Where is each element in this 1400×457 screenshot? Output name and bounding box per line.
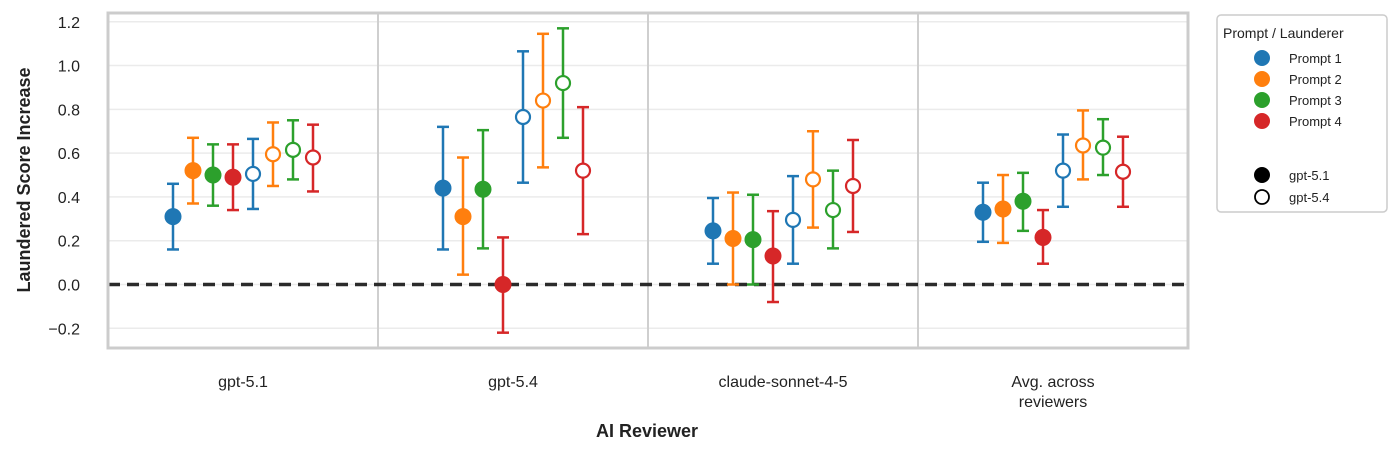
legend-title: Prompt / Launderer — [1223, 25, 1344, 41]
legend-label: Prompt 2 — [1289, 72, 1342, 87]
y-tick-label: −0.2 — [48, 321, 80, 338]
legend-marker — [1254, 167, 1270, 183]
data-point-filled — [994, 200, 1012, 218]
data-point-filled — [704, 222, 722, 240]
y-tick-label: 0.8 — [58, 102, 80, 119]
y-axis-title: Laundered Score Increase — [14, 67, 34, 292]
data-point-filled — [724, 230, 742, 248]
data-point-filled — [204, 166, 222, 184]
data-point-filled — [764, 247, 782, 265]
x-tick-label: claude-sonnet-4-5 — [719, 374, 848, 391]
legend-marker — [1254, 189, 1270, 205]
x-tick-label-line: reviewers — [1019, 394, 1087, 411]
data-point-hollow — [264, 146, 282, 163]
data-point-hollow — [284, 141, 302, 158]
data-point-hollow — [824, 201, 842, 219]
axes-labels: Laundered Score Increase AI Reviewer — [14, 67, 698, 441]
data-point-hollow — [784, 211, 802, 229]
x-tick-label-line: Avg. across — [1011, 374, 1094, 391]
y-tick-label: 1.0 — [58, 59, 80, 76]
data-point-filled — [974, 203, 992, 221]
legend-marker — [1254, 71, 1270, 87]
data-point-filled — [1014, 192, 1032, 210]
x-axis-title: AI Reviewer — [596, 421, 698, 441]
data-point-filled — [164, 208, 182, 226]
data-point-hollow — [844, 177, 862, 195]
data-point-hollow — [1114, 163, 1132, 180]
data-point-filled — [474, 180, 492, 198]
y-tick-label: 0.6 — [58, 146, 80, 163]
data-point-hollow — [574, 162, 592, 179]
legend-label: Prompt 3 — [1289, 93, 1342, 108]
x-tick-label: gpt-5.4 — [488, 374, 538, 391]
data-point-hollow — [804, 171, 822, 188]
data-point-filled — [454, 208, 472, 226]
data-point-filled — [434, 179, 452, 197]
plot-frame — [106, 11, 1190, 350]
data-point-filled — [224, 168, 242, 186]
data-point-filled — [1034, 228, 1052, 246]
legend-label: gpt-5.4 — [1289, 190, 1329, 205]
x-tick-label-line: gpt-5.4 — [488, 374, 538, 391]
x-tick-label-line: gpt-5.1 — [218, 374, 268, 391]
y-tick-label: 1.2 — [58, 15, 80, 32]
data-point-hollow — [514, 108, 532, 126]
data-point-hollow — [1094, 139, 1112, 156]
x-tick-label: gpt-5.1 — [218, 374, 268, 391]
y-tick-label: 0.2 — [58, 234, 80, 251]
plot-area: −0.2 0.0 0.2 0.4 0.6 0.8 1.0 1.2 gpt-5.1 gpt-5.4 c… — [48, 11, 1190, 411]
legend: Prompt / Launderer Prompt 1 Prompt 2 Promp… — [1216, 14, 1388, 213]
y-tick-label: 0.4 — [58, 190, 80, 207]
legend-label: Prompt 1 — [1289, 51, 1342, 66]
data-point-hollow — [1074, 137, 1092, 154]
legend-label: Prompt 4 — [1289, 114, 1342, 129]
x-tick-label-line: claude-sonnet-4-5 — [719, 374, 848, 391]
data-point-hollow — [1054, 162, 1072, 179]
data-point-filled — [184, 162, 202, 180]
legend-label: gpt-5.1 — [1289, 168, 1329, 183]
data-point-filled — [494, 276, 512, 294]
x-tick-label: Avg. across reviewers — [1011, 374, 1094, 411]
legend-marker — [1254, 113, 1270, 129]
data-point-hollow — [534, 92, 552, 109]
legend-marker — [1254, 92, 1270, 108]
data-point-hollow — [244, 165, 262, 183]
y-tick-label: 0.0 — [58, 278, 80, 295]
data-point-hollow — [304, 149, 322, 166]
data-point-filled — [744, 231, 762, 249]
legend-marker — [1254, 50, 1270, 66]
data-point-hollow — [554, 74, 572, 92]
